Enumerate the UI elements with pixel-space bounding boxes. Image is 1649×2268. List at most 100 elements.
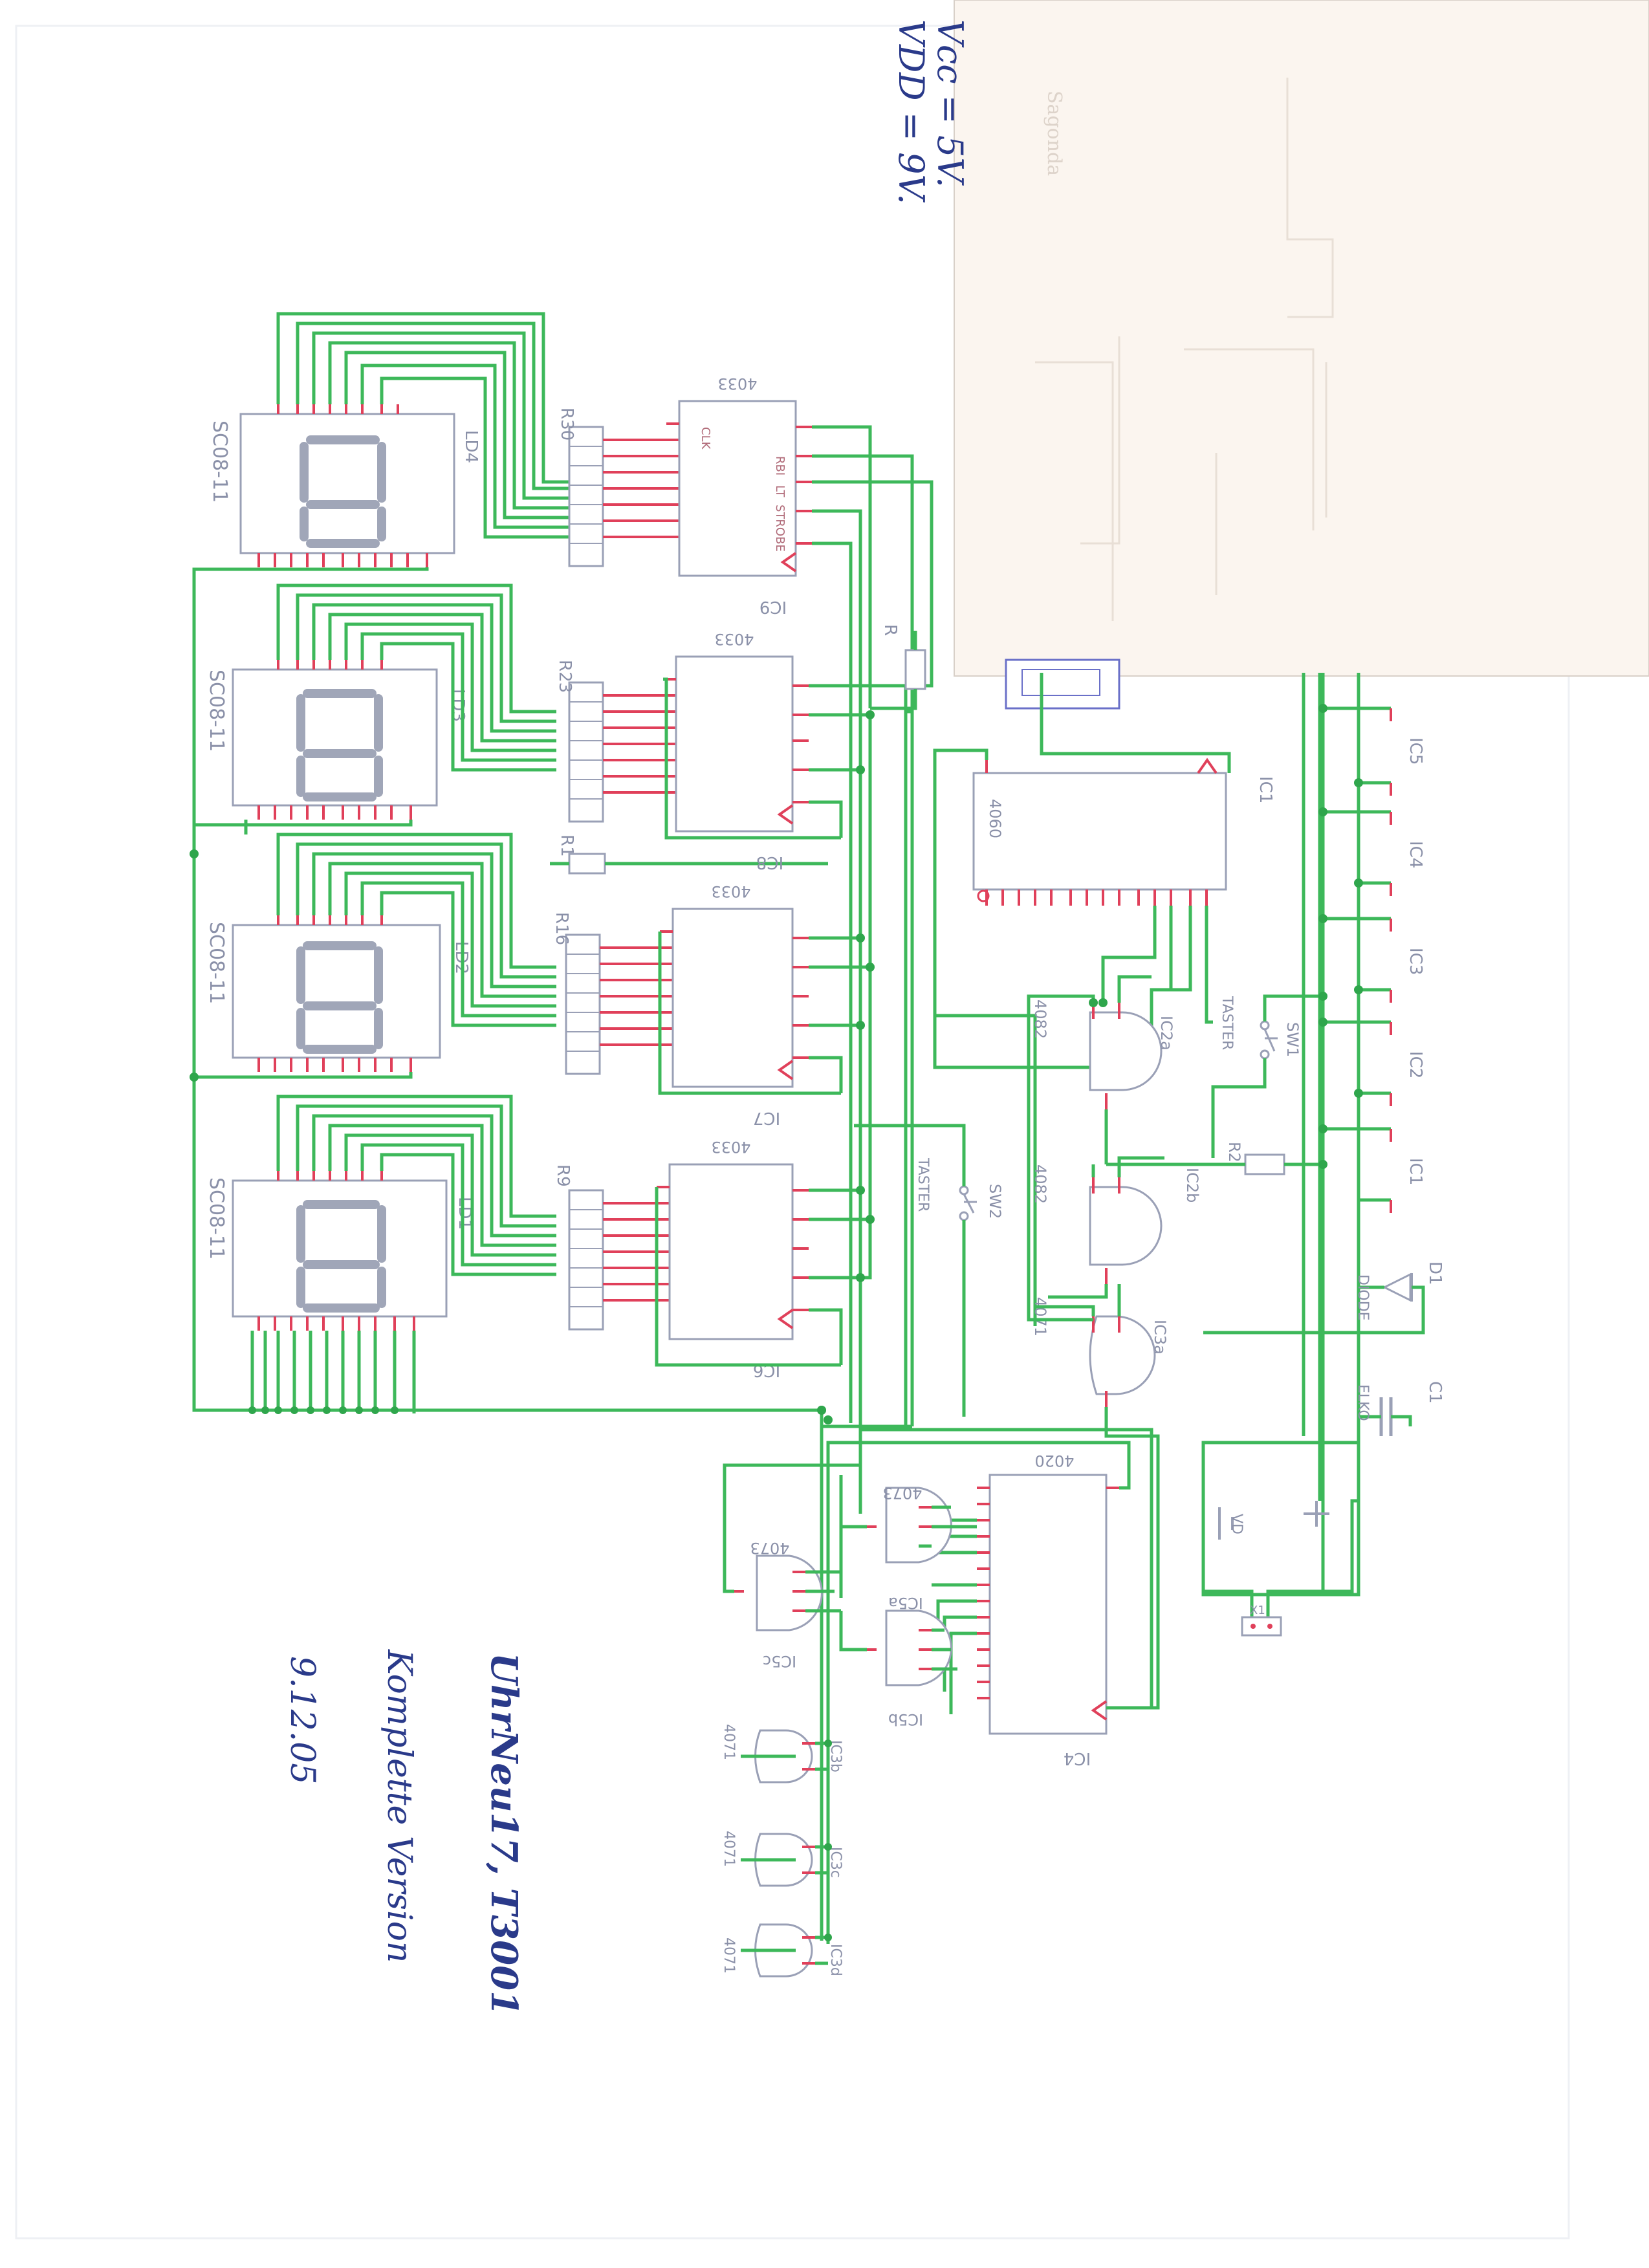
signature-title: UhrNeu17, T3001: [483, 1653, 525, 2016]
counter-ic8-type: 4033: [714, 630, 754, 648]
display-ld1-type: SC08-11: [205, 1177, 228, 1259]
ic9-pin-lt: LT: [773, 485, 787, 498]
switch-sw1: [1211, 994, 1323, 1158]
display-ld2: [232, 924, 441, 1059]
resistor-array-r9: [568, 1189, 604, 1331]
counter-ic9-type: 4033: [717, 375, 757, 393]
power-tap-ic2: IC2: [1406, 1051, 1425, 1078]
power-rail: [1201, 673, 1392, 1597]
power-tap-ic5: IC5: [1406, 737, 1425, 765]
signature-date: 9.12.05: [283, 1656, 322, 1784]
gate-wiring: [1027, 975, 1213, 1710]
switch-sw2: [854, 1124, 977, 1417]
counter-ic6-type: 4033: [711, 1138, 750, 1156]
gate-ic3a-type: 4071: [1031, 1297, 1049, 1336]
ic4-type: 4020: [1034, 1452, 1074, 1470]
counter-ic9: [666, 400, 812, 577]
counter-ic7-type: 4033: [711, 882, 750, 900]
resistor-array-r30: [568, 426, 604, 567]
battery-clip: [1005, 659, 1120, 710]
gate-ic3a-ref: IC3a: [1151, 1320, 1169, 1355]
ic9-pin-clk: CLK: [699, 427, 712, 450]
display-ld3: [232, 668, 438, 807]
capacitor-type: ELKO: [1355, 1384, 1371, 1421]
resistor-r2: [1213, 1153, 1323, 1175]
display-pins: [257, 404, 428, 1331]
switch-sw2-ref: SW2: [986, 1184, 1004, 1219]
counter-ic7: [660, 908, 809, 1088]
gate-ic2a-type: 4082: [1031, 999, 1049, 1039]
power-tap-ic4: IC4: [1406, 841, 1425, 868]
resistor-r1: [550, 853, 828, 875]
ic1-4060: [972, 758, 1227, 906]
counter-ic6: [657, 1163, 809, 1340]
resistor-r16-label: R16: [552, 912, 571, 945]
gate-ic2b-type: 4082: [1031, 1164, 1049, 1204]
display-ld4: [239, 413, 455, 554]
resistor-array-r16: [565, 933, 601, 1075]
display-ld2-type: SC08-11: [205, 922, 228, 1004]
gate-ic3c-type: 4071: [721, 1831, 737, 1867]
gate-ic2a-ref: IC2a: [1157, 1016, 1175, 1051]
signature-version: Komplette Version: [380, 1649, 419, 1963]
display-ld1: [232, 1179, 448, 1318]
display-ld4-ref: LD4: [461, 430, 481, 463]
resistor-r1-label: R1: [557, 834, 576, 857]
counter-ic8-ref: IC8: [756, 853, 783, 872]
connector-ref: X1: [1250, 1604, 1265, 1617]
gate-ic2b-ref: IC2b: [1183, 1168, 1201, 1203]
counter-ic7-ref: IC7: [753, 1108, 780, 1128]
battery-vd: [1201, 1443, 1359, 1617]
resistor-r23-label: R23: [555, 660, 574, 693]
ic9-pin-rbi: RBI: [773, 456, 787, 475]
gate-ic3a: [1089, 1315, 1156, 1407]
switch-sw1-ref: SW1: [1283, 1022, 1302, 1057]
ic4-ref: IC4: [1064, 1749, 1091, 1768]
gate-ic3d-type: 4071: [721, 1937, 737, 1974]
note-vdd: VDD = 9V.: [891, 19, 932, 204]
resistor-r30-label: R30: [557, 408, 576, 441]
resistor-array-r23: [568, 681, 604, 823]
gate5-wiring: [723, 1463, 977, 1671]
resistor-r9-label: R9: [553, 1164, 573, 1187]
diode-d1: [1203, 1272, 1425, 1335]
display-ld3-type: SC08-11: [205, 670, 228, 752]
resistor-r2-label: R2: [1225, 1142, 1243, 1162]
note-vcc: Vcc = 5V.: [930, 19, 970, 188]
display-ld4-type: SC08-11: [208, 420, 231, 503]
gate-ic5a-ref: IC5a: [888, 1594, 923, 1612]
gate-ic3d-ref: IC3d: [827, 1944, 844, 1976]
power-tap-ic3: IC3: [1406, 948, 1425, 975]
resistor-pins: [600, 439, 679, 1302]
battery-ref: VD: [1229, 1514, 1245, 1534]
resistor-r: [870, 631, 926, 710]
gate-ic5a-type: 4073: [882, 1484, 922, 1502]
switch-sw2-type: TASTER: [915, 1157, 931, 1212]
segment-wiring: [276, 312, 569, 1276]
diode-type: DIODE: [1355, 1274, 1371, 1321]
scan-border: [15, 25, 1570, 2240]
gate-ic3b-type: 4071: [721, 1724, 737, 1760]
gate-ic5b-ref: IC5b: [888, 1710, 923, 1728]
switch-sw1-type: TASTER: [1219, 996, 1235, 1050]
ic1-type: 4060: [986, 799, 1004, 838]
counter-ic8: [663, 655, 809, 833]
overlay-paper: Sagonda: [954, 0, 1649, 677]
gate-ic5c-ref: IC5c: [763, 1652, 796, 1670]
capacitor-ref: C1: [1425, 1381, 1445, 1404]
diode-ref: D1: [1425, 1261, 1445, 1285]
capacitor-c1: [1359, 1397, 1412, 1436]
ic9-pin-strobe: STROBE: [773, 505, 787, 552]
connector-x1: [1241, 1616, 1282, 1637]
gate-ic3c-ref: IC3c: [827, 1847, 844, 1878]
ic1-ref: IC1: [1256, 776, 1275, 803]
ic4-4020: [977, 1474, 1119, 1735]
gate3-wiring: [741, 1739, 832, 1965]
resistor-r-label: R: [880, 624, 900, 636]
counter-ic9-ref: IC9: [759, 597, 787, 616]
power-tap-ic1: IC1: [1406, 1158, 1425, 1185]
svg-text:Sagonda: Sagonda: [1043, 91, 1065, 176]
gate-ic2b: [1089, 1177, 1163, 1284]
gate-ic5c-type: 4073: [750, 1539, 789, 1557]
